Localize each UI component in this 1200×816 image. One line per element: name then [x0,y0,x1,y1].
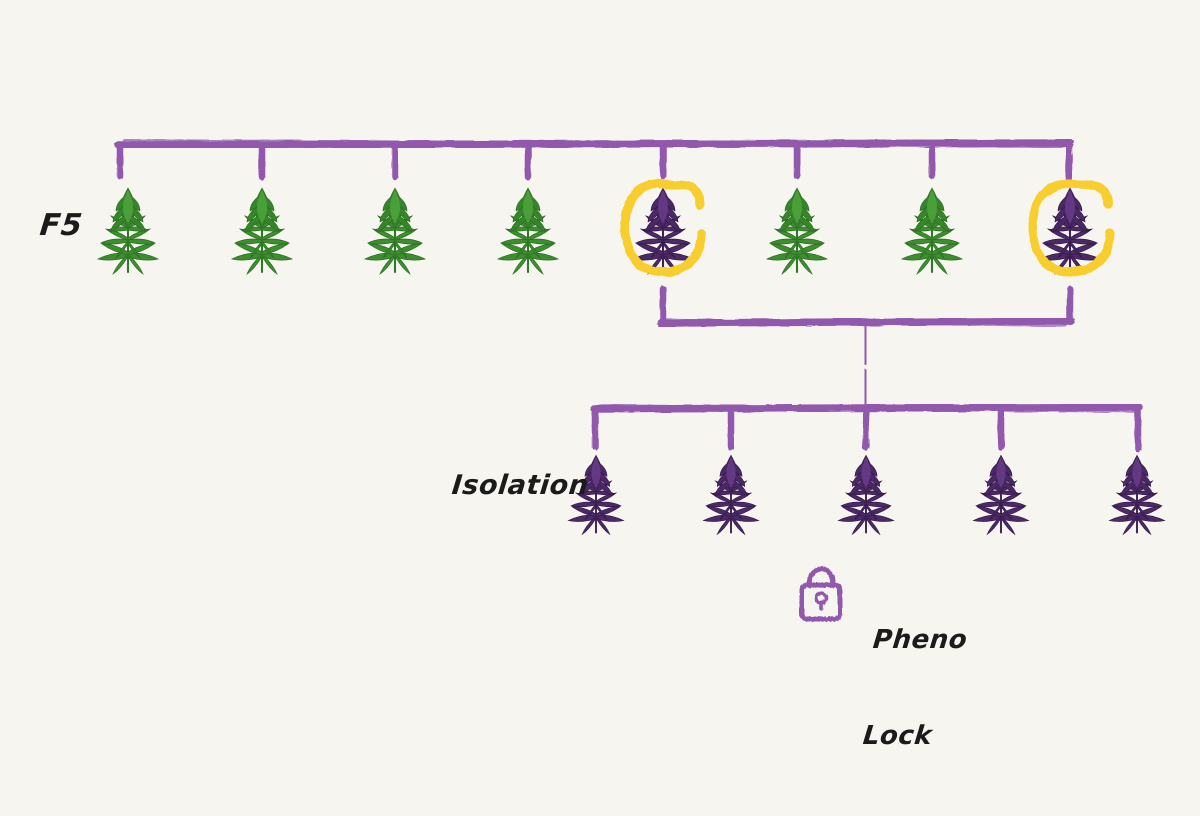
f5-plant-row [96,186,1102,276]
plant-isolation-5[interactable] [1108,454,1166,536]
cross-connector-risers [659,285,1074,326]
plant-isolation-3[interactable] [837,454,895,536]
lock-icon [799,566,843,622]
cross-to-isolation-drop [862,320,869,409]
plant-f5-3[interactable] [363,186,427,276]
diagram-canvas: F5 Isolation Pheno Lock [38,139,1166,751]
plant-isolation-4[interactable] [972,454,1030,536]
plant-f5-7[interactable] [900,186,964,276]
plant-isolation-2[interactable] [702,454,760,536]
selection-circle-plant-8 [1028,179,1115,277]
isolation-plant-row [567,454,1166,536]
plant-f5-6[interactable] [765,186,829,276]
pheno-lock-line-1: Pheno [871,625,969,656]
isolation-bus-drops [591,404,1142,453]
breeding-diagram [96,139,1166,622]
f5-connector-bus [114,139,1074,149]
generation-label-f5: F5 [38,208,85,243]
selection-highlight-circles [620,179,1115,277]
f5-bus-drops [116,140,1073,184]
pheno-lock-line-2: Lock [861,720,934,751]
selection-circle-plant-5 [620,179,707,277]
isolation-label: Isolation [450,470,591,501]
plant-f5-4[interactable] [496,186,560,276]
plant-f5-1[interactable] [96,186,160,276]
plant-f5-2[interactable] [230,186,294,276]
